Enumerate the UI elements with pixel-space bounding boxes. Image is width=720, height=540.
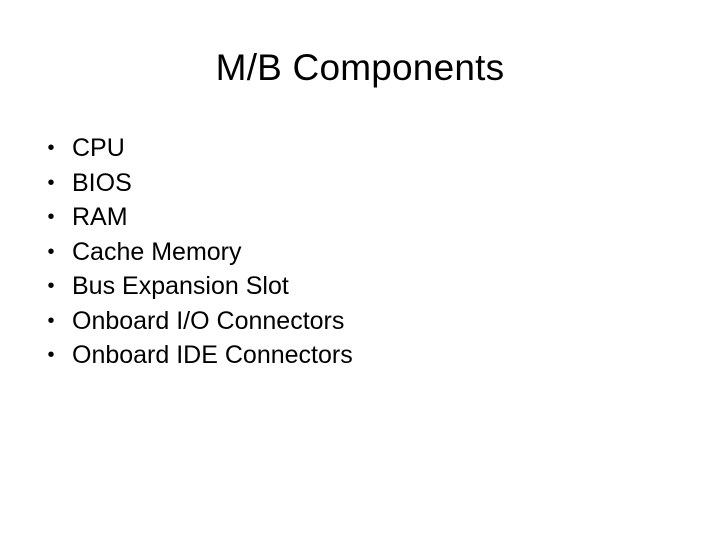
list-item: • RAM (45, 200, 685, 235)
list-item-text: RAM (72, 203, 128, 231)
bullet-dot-icon: • (47, 137, 55, 159)
list-item: • Onboard I/O Connectors (45, 304, 685, 339)
bullet-dot-icon: • (47, 309, 55, 332)
list-item: • Bus Expansion Slot (45, 269, 685, 304)
slide-title: M/B Components (215, 47, 505, 88)
list-item-text: Onboard I/O Connectors (72, 306, 345, 335)
list-item: • CPU (45, 131, 685, 166)
bullet-dot-icon: • (47, 275, 55, 297)
bullet-dot-icon: • (47, 171, 55, 194)
list-item-text: Onboard IDE Connectors (72, 341, 353, 369)
list-item-text: CPU (72, 134, 125, 162)
bullet-dot-icon: • (47, 206, 55, 228)
list-item: • Cache Memory (45, 235, 685, 270)
list-item-text: Cache Memory (72, 237, 242, 266)
bullet-dot-icon: • (47, 240, 55, 263)
bullet-list: • CPU • BIOS • RAM • Cache Memory • Bus … (45, 131, 685, 373)
list-item: • BIOS (45, 166, 685, 201)
bullet-dot-icon: • (47, 344, 55, 366)
list-item: • Onboard IDE Connectors (45, 338, 685, 373)
list-item-text: Bus Expansion Slot (72, 272, 289, 300)
list-item-text: BIOS (72, 168, 132, 197)
